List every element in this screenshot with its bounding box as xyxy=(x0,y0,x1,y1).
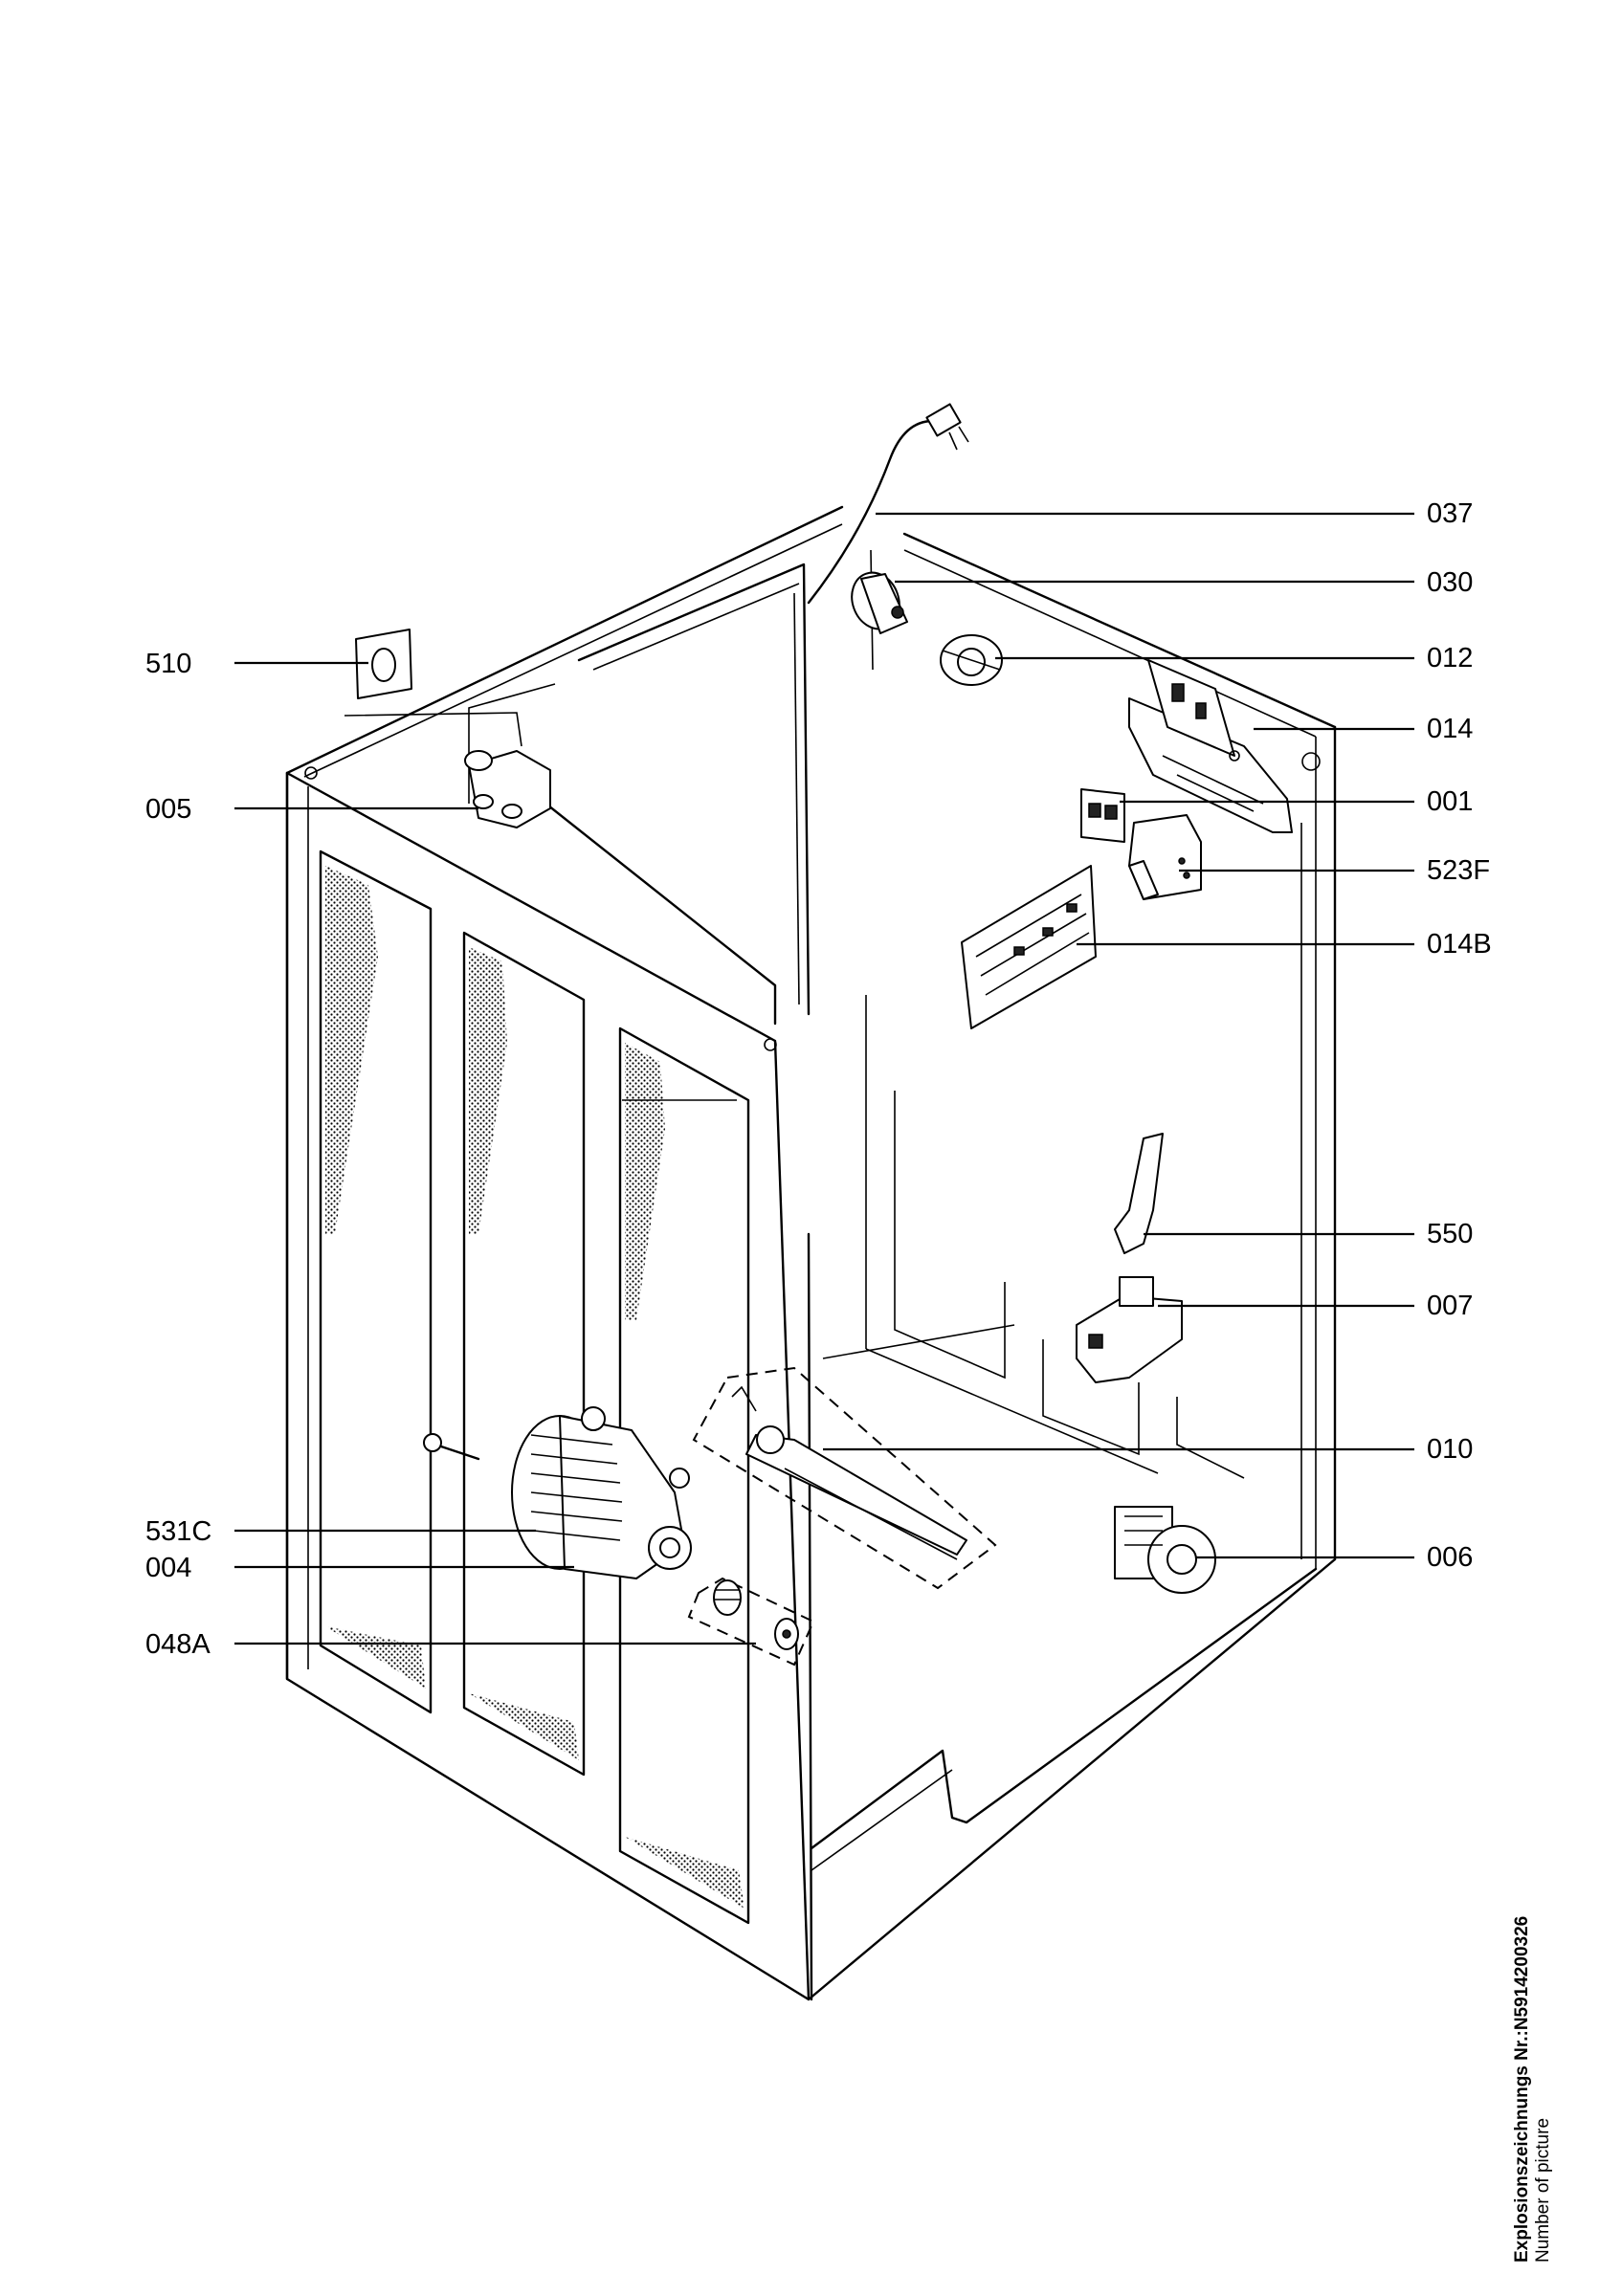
part-523F-relay xyxy=(1128,814,1202,900)
part-010-heating-element xyxy=(692,1366,997,1590)
part-014-program-selector xyxy=(1128,659,1293,833)
callout-014: 014 xyxy=(1427,714,1473,744)
part-030-capacitor xyxy=(851,571,908,634)
part-550-door-handle xyxy=(1114,1133,1164,1254)
callout-510: 510 xyxy=(145,649,191,679)
drawing-number: Explosionszeichnungs Nr.:N5914200326 xyxy=(1512,1915,1532,2263)
callout-006: 006 xyxy=(1427,1542,1473,1573)
part-048A-pump-parts xyxy=(687,1577,815,1667)
callout-labels: 037 030 012 014 001 523F 014B 550 007 01… xyxy=(145,498,1492,1660)
part-510-cap xyxy=(355,629,412,699)
callout-531C: 531C xyxy=(145,1516,211,1547)
callout-014B: 014B xyxy=(1427,929,1492,960)
callout-007: 007 xyxy=(1427,1291,1473,1321)
picture-number-caption: Explosionszeichnungs Nr.:N5914200326 Num… xyxy=(1512,1916,1554,2263)
leader-lines xyxy=(234,512,1414,1645)
callout-523F: 523F xyxy=(1427,855,1490,886)
part-005-solenoid-valve xyxy=(464,750,551,828)
callout-005: 005 xyxy=(145,794,191,825)
drawing-number-subtitle: Number of picture xyxy=(1533,2117,1553,2263)
callout-550: 550 xyxy=(1427,1219,1473,1249)
callout-037: 037 xyxy=(1427,498,1473,529)
callout-012: 012 xyxy=(1427,643,1473,673)
callout-004: 004 xyxy=(145,1553,191,1583)
part-006-selector-switch xyxy=(1114,1506,1216,1594)
part-012-pressure-switch xyxy=(940,634,1003,686)
part-007-door-interlock xyxy=(1076,1276,1183,1383)
callout-030: 030 xyxy=(1427,567,1473,598)
callout-001: 001 xyxy=(1427,786,1473,817)
part-001-filter xyxy=(1080,788,1125,843)
part-004-drain-pump xyxy=(511,1406,692,1579)
part-screw xyxy=(423,1433,480,1461)
callout-010: 010 xyxy=(1427,1434,1473,1465)
part-014B-electronic-board xyxy=(961,865,1097,1029)
part-037-power-cord xyxy=(807,403,969,605)
callout-048A: 048A xyxy=(145,1629,211,1660)
